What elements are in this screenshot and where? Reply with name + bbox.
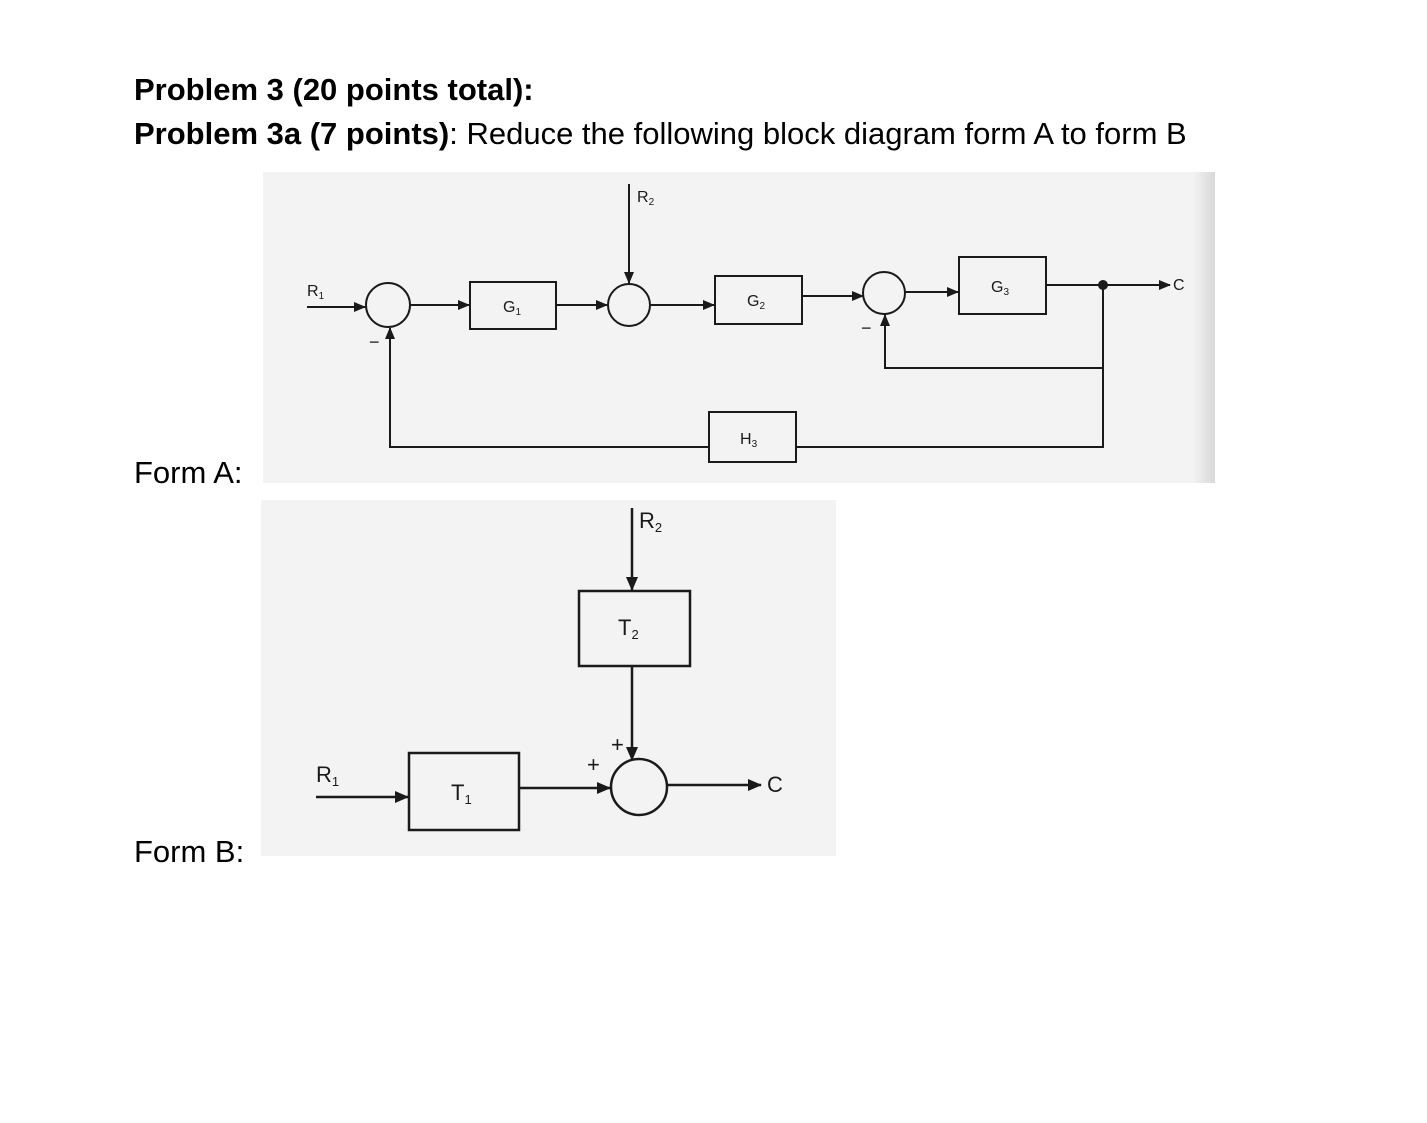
problem-title: Problem 3 (20 points total): [134,72,534,107]
h3-label: H3 [740,431,758,450]
plus-sign-left: + [587,752,600,777]
minus-sign-junction-3: − [861,318,872,338]
scan-shadow [1193,172,1215,483]
plus-sign-top: + [611,732,624,757]
form-a-label: Form A: [134,455,243,490]
g2-label: G2 [747,293,765,312]
r1-label: R1 [316,762,339,789]
r1-label: R1 [307,283,325,302]
t2-label: T2 [618,615,639,642]
summing-junction-3 [862,271,906,315]
g1-label: G1 [503,299,521,318]
t1-label: T1 [451,780,472,807]
c-output-label: C [1173,277,1185,294]
h3-block [708,411,797,463]
summing-junction-2 [607,283,651,327]
inner-feedback-path [884,285,1104,369]
r2-label: R2 [637,189,655,208]
form-b-diagram: R2 T2 R1 T1 C + + [261,500,836,856]
form-a-svg: R1 R2 G1 G2 G3 H3 C − − [307,184,1185,463]
form-b-svg: R2 T2 R1 T1 C + + [316,508,783,832]
form-b-label: Form B: [134,834,245,869]
g3-label: G3 [991,279,1009,298]
summing-junction [609,757,669,817]
outer-feedback-path-left [389,328,709,448]
pickoff-point [1098,280,1108,290]
problem-instruction: : Reduce the following block diagram for… [449,116,1187,151]
problem-subtitle: Problem 3a (7 points): Reduce the follow… [134,116,1187,152]
outer-feedback-path-right [796,368,1104,448]
g2-block [714,275,803,325]
t1-block [407,751,521,832]
r2-label: R2 [639,508,662,535]
form-a-diagram: R1 R2 G1 G2 G3 H3 C − − [263,172,1215,483]
problem-part-label: Problem 3a (7 points) [134,116,450,151]
minus-sign-junction-1: − [369,332,380,352]
c-output-label: C [767,772,783,797]
summing-junction-1 [365,282,411,328]
t2-block [577,589,692,668]
